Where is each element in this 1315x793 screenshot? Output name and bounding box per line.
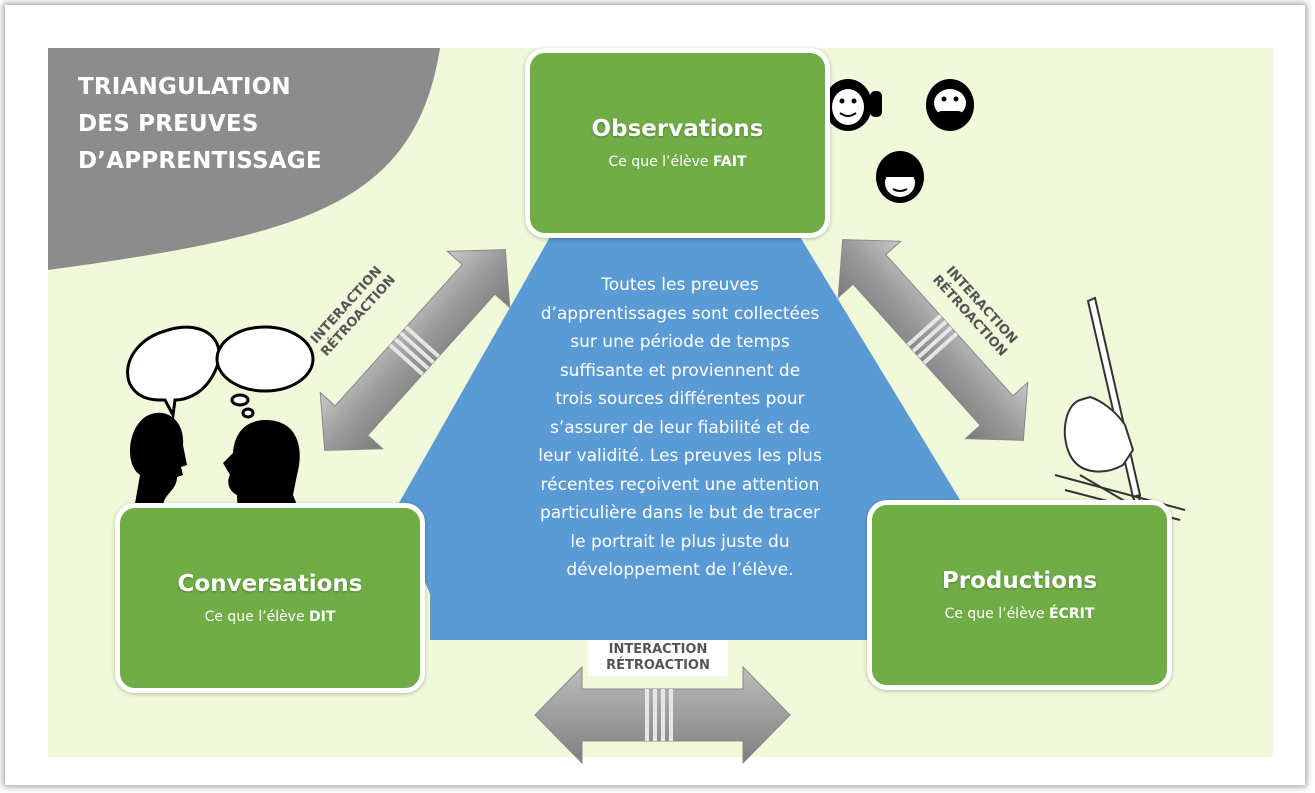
productions-subtitle: Ce que l’élève ÉCRIT [945,606,1095,622]
title-line: DES PREUVES [78,111,259,137]
bottom-arrow-label: INTERACTION RÉTROACTION [588,640,728,676]
arrow-label-line: INTERACTION [608,642,708,657]
observations-title: Observations [591,116,764,142]
conversations-title: Conversations [177,571,363,597]
center-triangle-fill [395,237,960,630]
left-double-arrow [319,249,511,451]
productions-title: Productions [941,568,1098,594]
center-line: développement de l’élève. [566,560,794,580]
arrow-label-line: RÉTROACTION [606,658,710,673]
productions-sub-emphasis: ÉCRIT [1049,606,1095,622]
observations-sub-prefix: Ce que l’élève [608,154,713,170]
center-line: d’apprentissages sont collectées [540,303,820,324]
diagram-title: TRIANGULATION DES PREUVES D’APPRENTISSAG… [78,69,378,180]
bottom-double-arrow [534,665,791,765]
observations-sub-emphasis: FAIT [712,154,747,170]
conversations-subtitle: Ce que l’élève DIT [205,609,336,625]
title-line: TRIANGULATION [78,74,291,100]
center-line: sur une période de temps [570,332,790,352]
center-line: particulière dans le but de tracer [539,503,821,523]
title-line: D’APPRENTISSAGE [78,148,322,174]
center-description: Toutes les preuves d’apprentissages sont… [510,271,850,585]
conversations-sub-emphasis: DIT [309,609,336,625]
center-line: trois sources différentes pour [555,389,805,409]
thought-bubble-icon [215,325,315,419]
conversations-box: Conversations Ce que l’élève DIT [115,503,425,693]
two-heads-silhouette-icon [129,412,305,525]
center-line: récentes reçoivent une attention [540,474,820,495]
center-line: suffisante et proviennent de [559,360,801,381]
productions-box: Productions Ce que l’élève ÉCRIT [867,500,1172,690]
center-line: le portrait le plus juste du [570,531,790,552]
observations-box: Observations Ce que l’élève FAIT [525,48,830,238]
center-line: Toutes les preuves [601,275,759,295]
observations-subtitle: Ce que l’élève FAIT [608,154,746,170]
conversations-sub-prefix: Ce que l’élève [204,609,310,625]
right-double-arrow [837,239,1029,441]
center-line: leur validité. Les preuves les plus [538,446,822,466]
diagram-frame: TRIANGULATION DES PREUVES D’APPRENTISSAG… [5,5,1305,785]
speech-bubble-icon [126,325,221,420]
title-shape [48,48,440,270]
center-line: s’assurer de leur fiabilité et de [549,417,811,438]
productions-sub-prefix: Ce que l’élève [944,606,1050,622]
